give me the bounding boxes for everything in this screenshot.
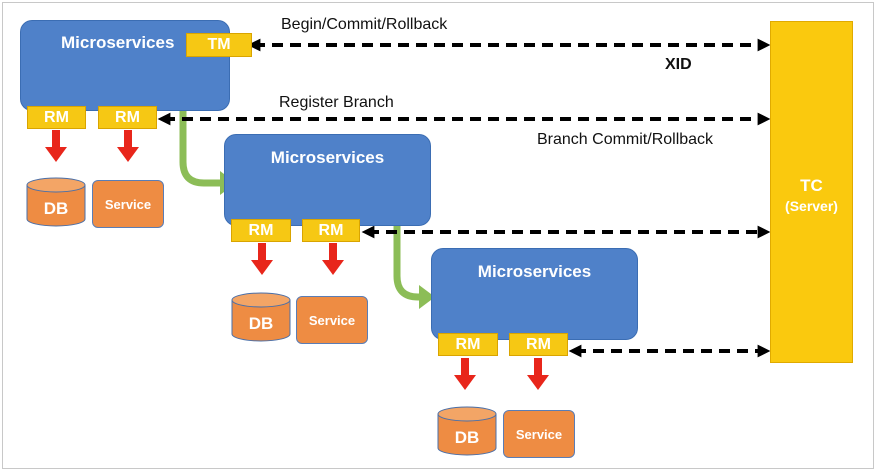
db-cylinder: DB xyxy=(231,292,291,342)
rm-tag: RM xyxy=(438,333,498,356)
label-register-branch: Register Branch xyxy=(279,94,394,111)
rm-tag: RM xyxy=(302,219,360,242)
green-flow-arrow-2 xyxy=(393,218,420,301)
label-branch-commit-rollback: Branch Commit/Rollback xyxy=(537,131,714,148)
tm-tag: TM xyxy=(186,33,252,57)
tc-title: TC xyxy=(800,176,823,195)
db-label: DB xyxy=(43,199,69,218)
green-flow-arrow-1 xyxy=(179,103,222,187)
label-begin-commit-rollback: Begin/Commit/Rollback xyxy=(281,16,448,33)
red-arrow-down xyxy=(117,130,139,162)
tc-server: TC (Server) xyxy=(770,21,853,363)
db-label: DB xyxy=(454,428,480,447)
red-arrow-down xyxy=(527,358,549,390)
service-box: Service xyxy=(503,410,575,458)
microservice-title: Microservices xyxy=(61,33,175,52)
tc-subtitle: (Server) xyxy=(785,198,838,214)
red-arrow-down xyxy=(251,243,273,275)
db-cylinder: DB xyxy=(437,406,497,456)
rm-tag: RM xyxy=(231,219,291,242)
service-box: Service xyxy=(92,180,164,228)
red-arrow-down xyxy=(322,243,344,275)
microservice-title: Microservices xyxy=(477,262,592,281)
db-cylinder: DB xyxy=(26,177,86,227)
rm-tag: RM xyxy=(27,106,86,129)
microservice-title: Microservices xyxy=(270,148,385,167)
microservice-box-3: Microservices xyxy=(431,248,638,340)
rm-tag: RM xyxy=(509,333,568,356)
db-label: DB xyxy=(248,314,274,333)
microservice-box-2: Microservices xyxy=(224,134,431,226)
red-arrow-down xyxy=(45,130,67,162)
red-arrow-down xyxy=(454,358,476,390)
label-xid: XID xyxy=(665,56,692,73)
service-box: Service xyxy=(296,296,368,344)
green-arrowhead-2 xyxy=(419,285,435,309)
rm-tag: RM xyxy=(98,106,157,129)
